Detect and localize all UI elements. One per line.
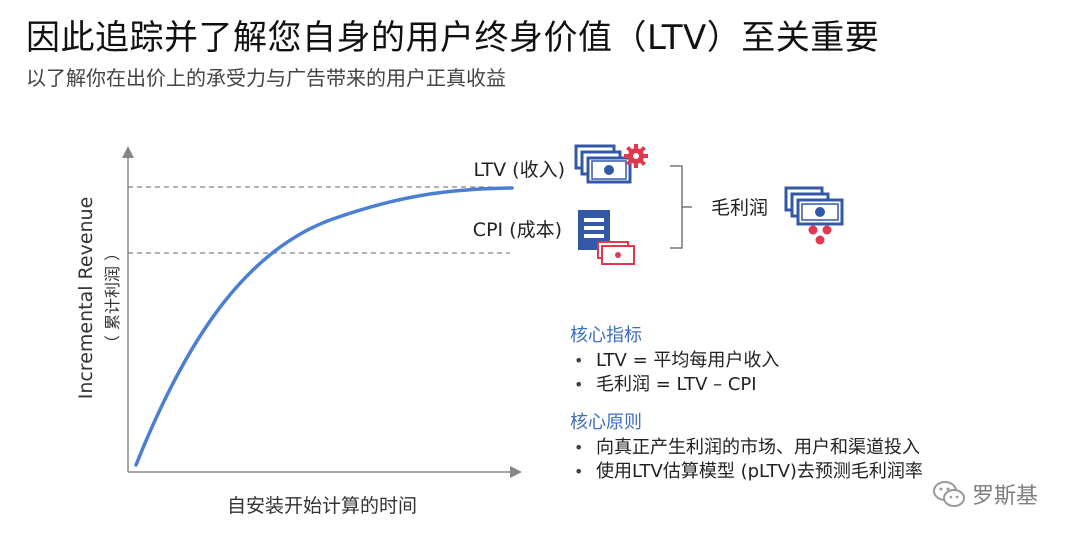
- principles-list: 向真正产生利润的市场、用户和渠道投入 使用LTV估算模型 (pLTV)去预测毛利…: [570, 436, 1030, 484]
- principle-item: 向真正产生利润的市场、用户和渠道投入: [570, 436, 1030, 460]
- key-metric-item: LTV = 平均每用户收入: [570, 349, 1030, 373]
- x-axis-label: 自安装开始计算的时间: [227, 495, 417, 517]
- revenue-curve: [134, 186, 514, 467]
- profit-label: 毛利润: [711, 197, 768, 219]
- principle-item: 使用LTV估算模型 (pLTV)去预测毛利润率: [570, 460, 1030, 484]
- money-gear-icon: [574, 144, 648, 184]
- wechat-icon: [933, 481, 965, 507]
- ltv-label: LTV (收入): [474, 159, 565, 181]
- key-metric-item: 毛利润 = LTV – CPI: [570, 373, 1030, 397]
- watermark-text: 罗斯基: [972, 484, 1039, 509]
- money-coins-icon: [784, 186, 844, 245]
- key-metrics-list: LTV = 平均每用户收入 毛利润 = LTV – CPI: [570, 349, 1030, 397]
- cpi-label: CPI (成本): [473, 219, 562, 241]
- y-axis-label: Incremental Revenue: [75, 197, 97, 400]
- principles-heading: 核心原则: [570, 412, 642, 433]
- watermark: 罗斯基: [932, 474, 1062, 514]
- profit-bracket: [670, 165, 692, 249]
- page-title: 因此追踪并了解您自身的用户终身价值（LTV）至关重要: [26, 18, 880, 58]
- y-axis-sublabel: （ 累计利润 ）: [103, 245, 122, 351]
- key-metrics-heading: 核心指标: [570, 325, 642, 346]
- invoice-money-icon: [578, 210, 635, 265]
- info-panel: 核心指标 LTV = 平均每用户收入 毛利润 = LTV – CPI 核心原则 …: [570, 324, 1030, 484]
- page-subtitle: 以了解你在出价上的承受力与广告带来的用户正真收益: [26, 66, 506, 90]
